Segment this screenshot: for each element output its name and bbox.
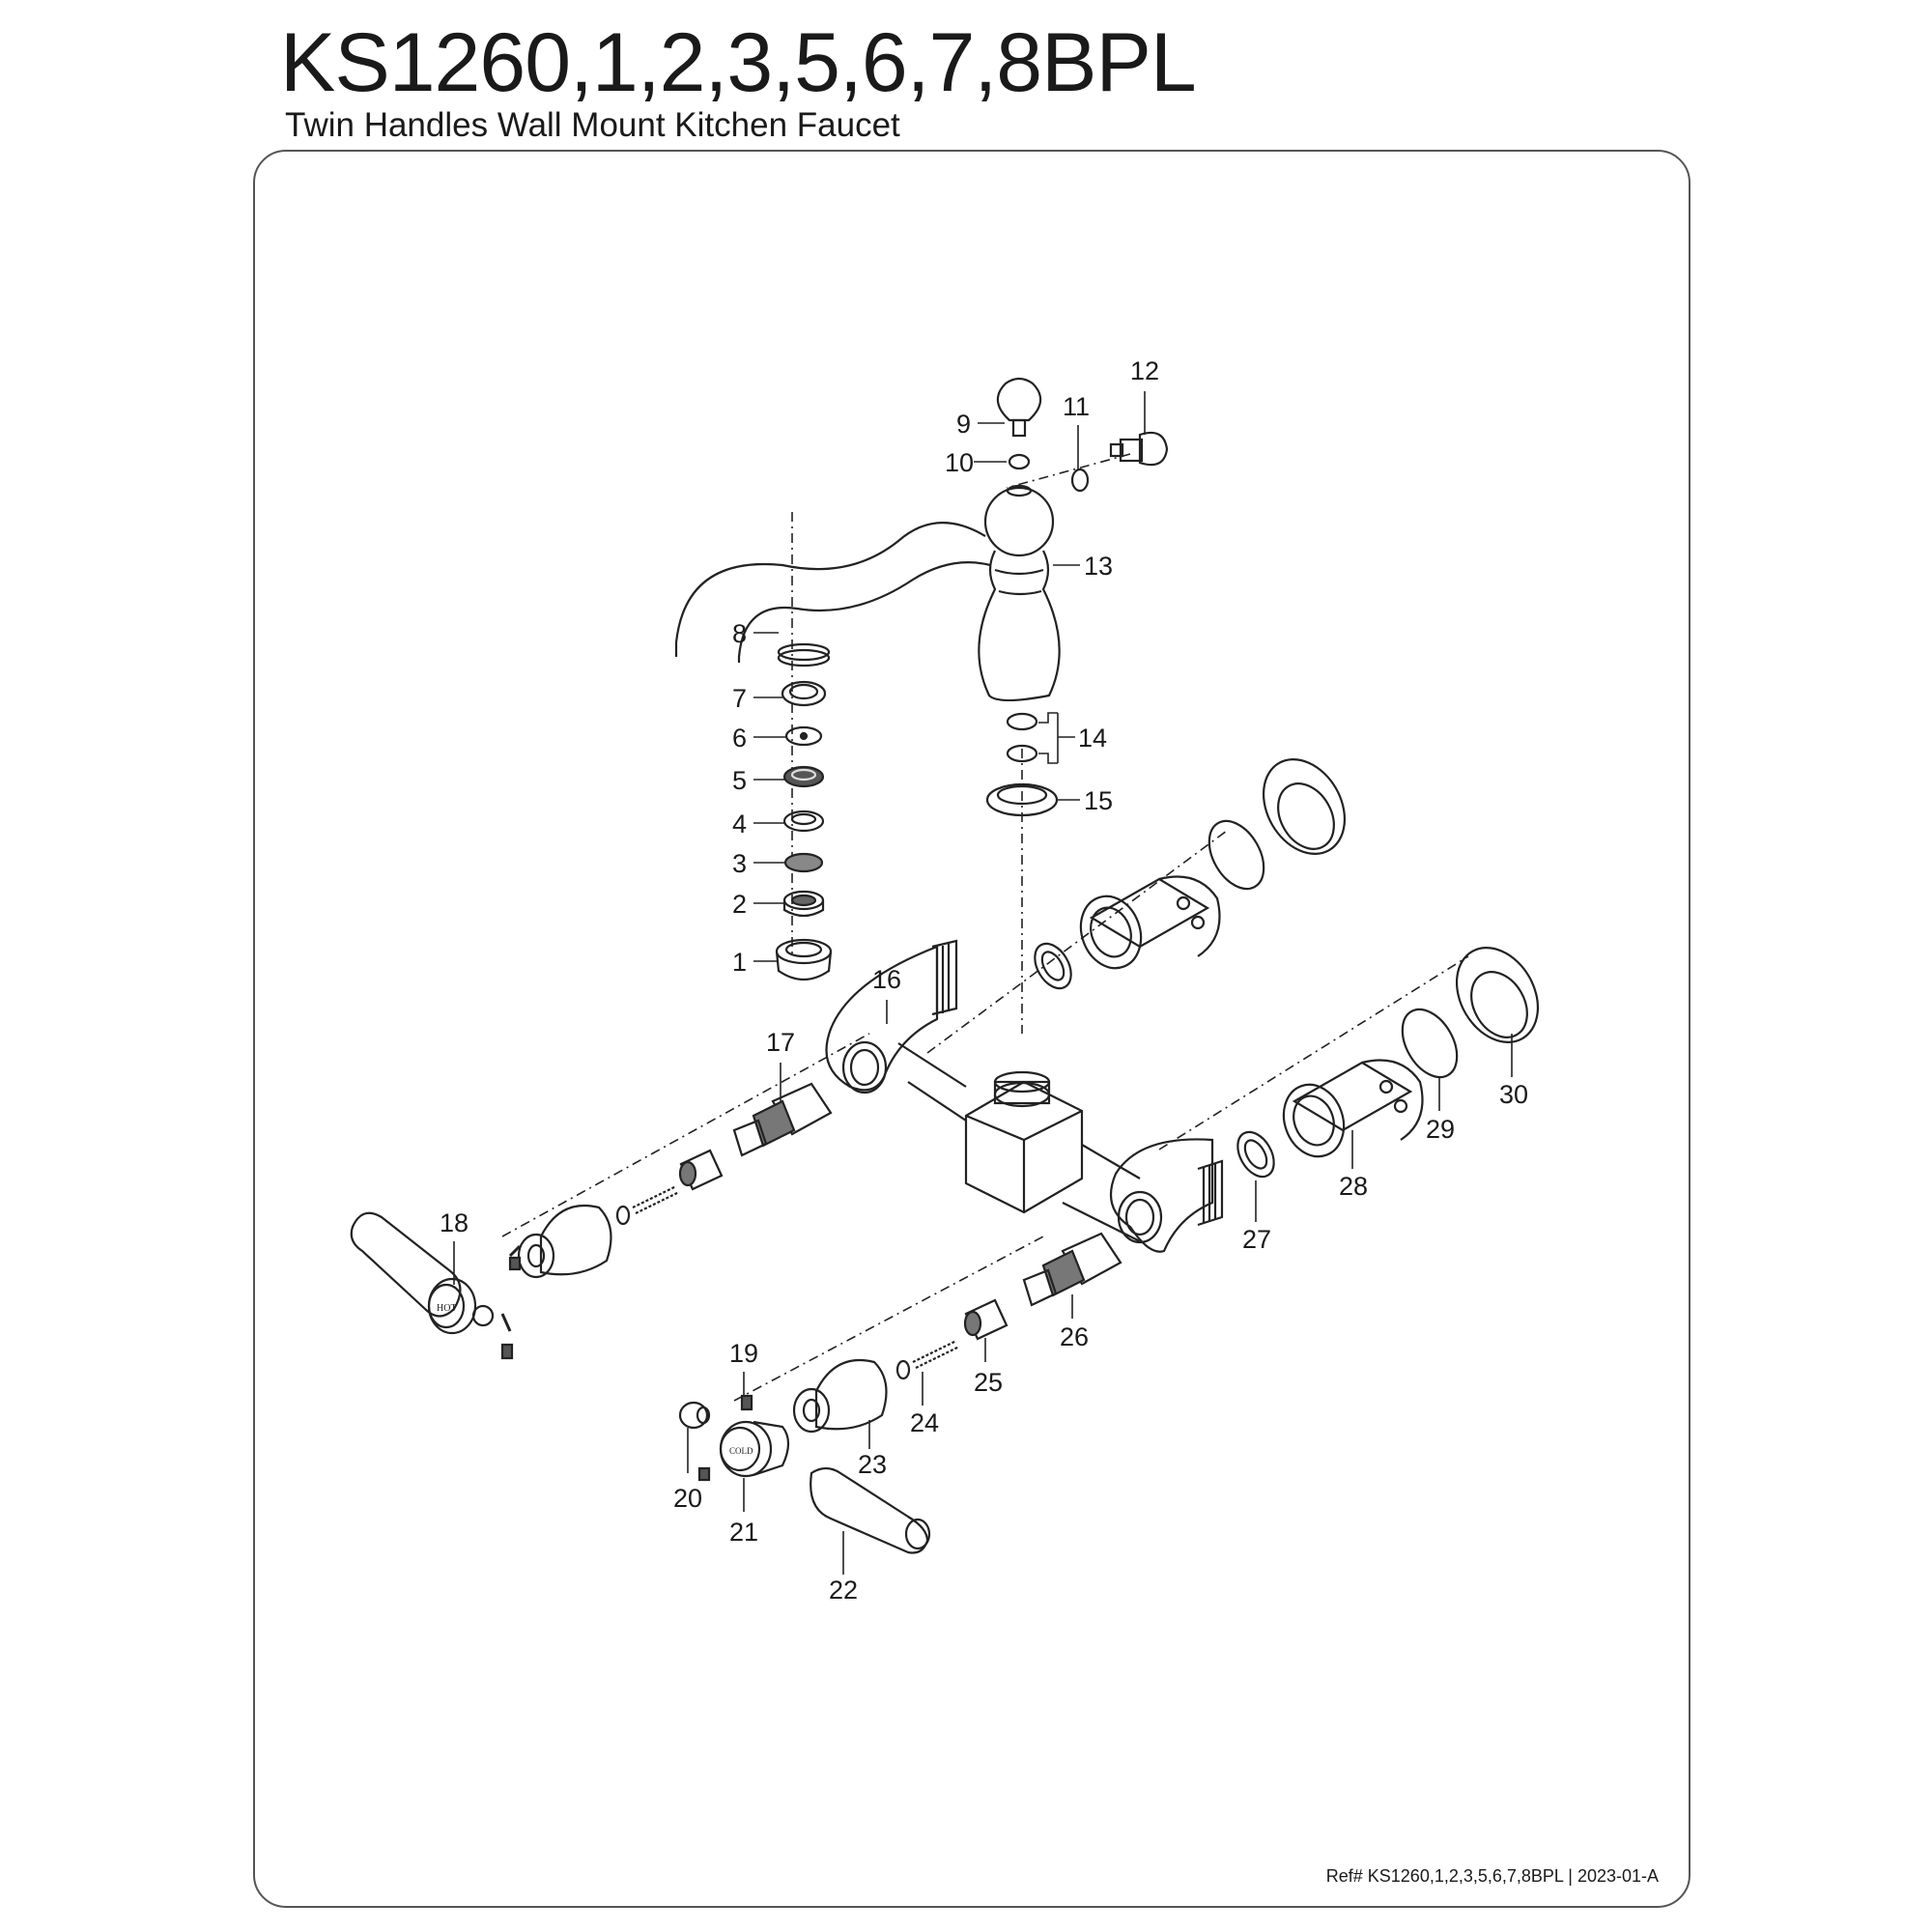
upper-wall-flange — [1262, 758, 1347, 855]
part-30-wall-flange — [1455, 947, 1540, 1043]
page-subtitle: Twin Handles Wall Mount Kitchen Faucet — [285, 106, 900, 144]
part-3-mesh — [783, 852, 824, 873]
callout-4: 4 — [732, 810, 747, 838]
part-21-cold-handle-hub — [697, 1420, 790, 1482]
callout-25: 25 — [974, 1368, 1003, 1397]
cold-handle-label: COLD — [729, 1446, 753, 1456]
callout-14: 14 — [1078, 724, 1107, 753]
part-29-o-ring — [1401, 1008, 1459, 1079]
left-stem-adapter — [678, 1149, 724, 1191]
callout-30: 30 — [1499, 1080, 1528, 1109]
part-1-aerator-housing — [775, 938, 833, 981]
callout-26: 26 — [1060, 1322, 1089, 1351]
part-5-screen-disc — [782, 765, 825, 788]
part-24-handle-screw — [895, 1340, 960, 1380]
part-12-side-cap — [1109, 431, 1169, 467]
callout-27: 27 — [1242, 1225, 1271, 1254]
callout-10: 10 — [945, 448, 974, 477]
part-23-escutcheon — [792, 1358, 888, 1434]
callout-1: 1 — [732, 948, 747, 977]
callout-29: 29 — [1426, 1115, 1455, 1144]
assembly-axes — [501, 453, 1469, 1402]
part-28-union-nut — [1282, 1059, 1424, 1158]
callout-23: 23 — [858, 1450, 887, 1479]
part-4-ring — [782, 810, 825, 833]
part-7-ring — [781, 680, 827, 707]
callout-15: 15 — [1084, 786, 1113, 815]
reference-number: Ref# KS1260,1,2,3,5,6,7,8BPL | 2023-01-A — [1325, 1866, 1659, 1886]
page-title: KS1260,1,2,3,5,6,7,8BPL — [280, 16, 1197, 109]
part-22-cold-lever — [810, 1466, 931, 1554]
part-13-spout-body — [674, 484, 1061, 702]
left-handle-screw — [615, 1185, 680, 1226]
callout-11: 11 — [1063, 392, 1090, 421]
part-11-o-ring — [1070, 468, 1090, 493]
callout-17: 17 — [766, 1028, 795, 1057]
part-17-cartridge-left — [732, 1082, 833, 1157]
callout-leaders — [453, 391, 1513, 1575]
callout-3: 3 — [732, 849, 747, 878]
part-18-hot-handle — [350, 1211, 522, 1360]
upper-union-nut — [1079, 875, 1221, 970]
callout-6: 6 — [732, 724, 747, 753]
upper-washer — [1034, 942, 1072, 990]
callout-20: 20 — [673, 1484, 702, 1513]
upper-o-ring — [1208, 819, 1265, 891]
part-27-washer — [1236, 1130, 1275, 1179]
callout-21: 21 — [729, 1518, 758, 1547]
part-20-handle-cap — [678, 1401, 711, 1430]
part-6-disc — [784, 725, 823, 747]
callout-16: 16 — [872, 965, 901, 994]
callout-7: 7 — [732, 684, 747, 713]
part-26-cartridge-right — [1022, 1232, 1122, 1307]
callout-12: 12 — [1130, 356, 1159, 385]
callout-8: 8 — [732, 619, 747, 648]
part-25-stem-adapter — [963, 1298, 1009, 1341]
hot-handle-label: HOT — [437, 1303, 457, 1314]
callout-28: 28 — [1339, 1172, 1368, 1201]
callout-2: 2 — [732, 890, 747, 919]
diagram-frame — [253, 150, 1690, 1908]
callout-18: 18 — [440, 1208, 469, 1237]
part-10-washer — [1008, 453, 1031, 470]
callout-numbers: 1 2 3 4 5 6 7 8 9 10 11 12 13 14 15 16 1… — [440, 356, 1528, 1605]
callout-5: 5 — [732, 766, 747, 795]
callout-9: 9 — [956, 410, 971, 439]
part-14-o-rings — [1006, 712, 1038, 763]
part-9-finial — [996, 377, 1042, 438]
part-19-set-screw — [740, 1394, 753, 1411]
callout-13: 13 — [1084, 552, 1113, 581]
part-15-base-ring — [985, 782, 1059, 817]
part-2-aerator-insert — [782, 890, 825, 918]
part-16-faucet-body — [825, 939, 1224, 1253]
callout-22: 22 — [829, 1576, 858, 1605]
callout-19: 19 — [729, 1339, 758, 1368]
callout-24: 24 — [910, 1408, 939, 1437]
left-escutcheon — [517, 1204, 612, 1279]
